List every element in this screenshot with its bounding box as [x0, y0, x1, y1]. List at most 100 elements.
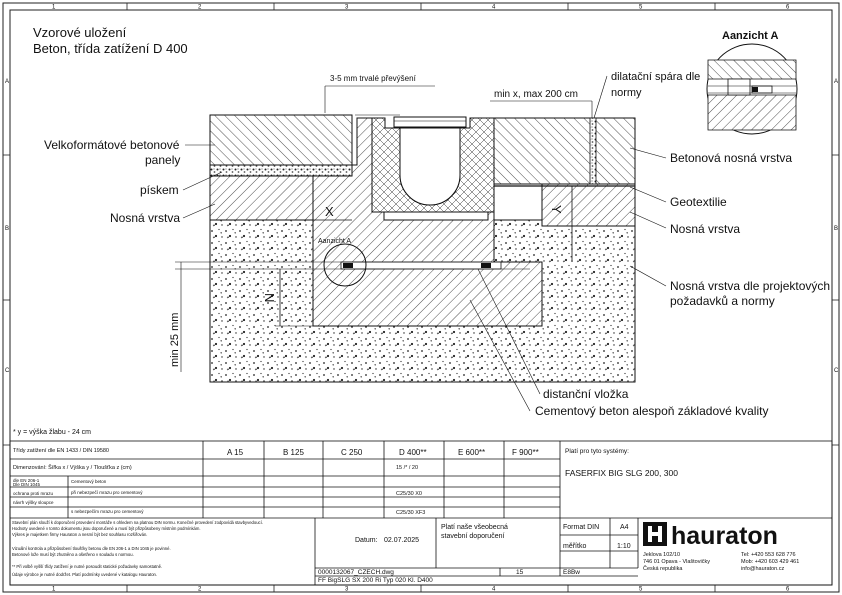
tb-note-2: stavební doporučení — [441, 533, 504, 540]
leader — [593, 75, 608, 119]
class-a15: A 15 — [227, 448, 244, 457]
frame-num: 5 — [639, 5, 643, 11]
dim-x-label: X — [325, 204, 334, 219]
company-mob: Mob: +420 603 429 461 — [741, 559, 799, 565]
hauraton-logo: hauraton — [643, 522, 778, 550]
bearing-layer-right — [541, 183, 636, 227]
frame-num: 2 — [198, 587, 202, 593]
title-line-2: Beton, třída zatížení D 400 — [33, 41, 188, 56]
leader — [477, 268, 541, 395]
row-left-b: Dle DIN 1045 — [13, 482, 41, 487]
spacer-strip — [340, 261, 502, 270]
frame-ticks — [3, 3, 839, 592]
leader — [629, 147, 667, 159]
title-line-1: Vzorové uložení — [33, 25, 127, 40]
company-address: Jeklova 102/10 746 01 Opava - Vlaštovičk… — [643, 552, 799, 572]
frame-num: 6 — [786, 587, 790, 593]
row-dims-value: 15 /* / 20 — [396, 465, 418, 471]
spec-table-grid — [9, 440, 833, 586]
frame-num: 6 — [786, 5, 790, 11]
footnote: * y = výška žlabu - 24 cm — [13, 429, 91, 436]
notes-block: Stavební plán slouží k doporučení proved… — [12, 520, 263, 577]
systems-value: FASERFIX BIG SLG 200, 300 — [565, 468, 678, 478]
label-spacer: distanční vložka — [543, 387, 629, 401]
tb-note-1: Platí naše všeobecná — [441, 524, 508, 531]
frame-num: 5 — [639, 587, 643, 593]
note: ** Při volbě vyšší třídy zatížení je nut… — [12, 564, 162, 569]
row-left-c: ochrana proti mrazu — [13, 491, 54, 496]
tb-sheet: 15 — [516, 569, 524, 576]
company-email: info@hauraton.cz — [741, 566, 784, 572]
leader — [629, 186, 667, 203]
leader — [182, 203, 216, 219]
aanzicht-title: Aanzicht A — [722, 30, 778, 42]
tb-date-value: 02.07.2025 — [384, 537, 419, 544]
tb-file: 0000132067_CZECH.dwg — [318, 569, 394, 576]
note: Výkres je majetkem firmy Hauraton a nesm… — [12, 532, 147, 537]
dim-y-label: Y — [549, 205, 564, 214]
label-cement: Cementový beton alespoň základové kvalit… — [535, 404, 768, 418]
channel-trench — [399, 127, 461, 206]
row-dims-label: Dimenzování: Šířka x / Výška y / Tloušťk… — [13, 464, 132, 471]
leader — [629, 265, 667, 287]
tb-scale-value: 1:10 — [617, 543, 631, 550]
note: Vizuální kontrola a přizpůsobení tloušťk… — [12, 546, 171, 551]
address-line: Česká republika — [643, 565, 683, 572]
class-d400: D 400** — [399, 448, 427, 457]
address-line: 746 01 Opava - Vlaštovičky — [643, 559, 710, 565]
systems-label: Platí pro tyto systémy: — [565, 448, 629, 455]
frame-letter: C — [5, 368, 10, 374]
address-line: Jeklova 102/10 — [643, 552, 680, 558]
aanzicht-detail — [707, 59, 797, 131]
class-b125: B 125 — [283, 448, 304, 457]
row-concrete-value: C25/30 X0 — [396, 491, 422, 497]
expansion-joint — [589, 117, 597, 185]
row-concrete-label: Cementový beton — [71, 479, 107, 484]
frame-num: 3 — [345, 587, 349, 593]
tb-date-label: Datum: — [355, 537, 378, 544]
frame-num: 3 — [345, 5, 349, 11]
spacer-block-left — [343, 263, 353, 268]
table-class-header: Třídy zatížení dle EN 1433 / DIN 19580 — [13, 448, 109, 454]
row-left-a: dle EN 206-1 — [13, 478, 40, 483]
detail-circle-a — [323, 243, 367, 287]
note: Údaje výrobce je nutné dodržet. Platí po… — [12, 572, 157, 577]
tb-scale-label: měřítko — [563, 543, 586, 550]
label-panels-line2: panely — [145, 153, 180, 167]
sand-layer-left — [209, 164, 353, 177]
label-bearing-right: Nosná vrstva — [670, 222, 740, 236]
frame-numbers: 1 2 3 4 5 6 1 2 3 4 5 6 A B C A B C — [5, 5, 839, 593]
label-raised: 3-5 mm trvalé převýšení — [330, 74, 417, 83]
dim-n-label: N — [262, 293, 277, 302]
concrete-bed — [312, 117, 543, 327]
frame-letter: A — [834, 79, 838, 85]
leader — [629, 211, 667, 229]
note: Stavební plán slouží k doporučení proved… — [12, 520, 263, 525]
label-sand: pískem — [140, 183, 179, 197]
row-weather-label: při nebezpečí mrazu pro cementový — [71, 490, 143, 495]
note: Betonové lože musí být zhutněno a ošetře… — [12, 552, 134, 557]
frame-letter: B — [5, 226, 9, 232]
bearing-layer-left — [209, 175, 314, 221]
tb-format-label: Format DIN — [563, 524, 599, 531]
class-f900: F 900** — [512, 448, 539, 457]
tb-drawing-code: FF BigSLG SX 200 Ri Typ 020 Kl. D400 — [318, 577, 433, 584]
leader — [182, 171, 223, 191]
row-weather-value: C25/30 XF3 — [396, 510, 425, 516]
frame-num: 4 — [492, 5, 496, 11]
label-bearing-project-line2: požadavků a normy — [670, 294, 775, 308]
dim-min25-label: min 25 mm — [169, 313, 181, 367]
concrete-panels-left — [209, 114, 353, 166]
row-left-d: návrh výšky sloupce — [13, 500, 54, 505]
label-bearing-project-line1: Nosná vrstva dle projektových — [670, 279, 830, 293]
row-weather-label2: s nebezpečím mrazu pro cementový — [71, 509, 144, 514]
label-joint-line1: dilatační spára dle — [611, 71, 700, 83]
tb-format-value: A4 — [620, 524, 629, 531]
note: Hodnoty uvedené v tomto dokumentu jsou d… — [12, 526, 201, 531]
class-c250: C 250 — [341, 448, 363, 457]
frame-num: 2 — [198, 5, 202, 11]
frame-num: 4 — [492, 587, 496, 593]
grate — [393, 116, 467, 128]
frame-num: 1 — [52, 587, 56, 593]
